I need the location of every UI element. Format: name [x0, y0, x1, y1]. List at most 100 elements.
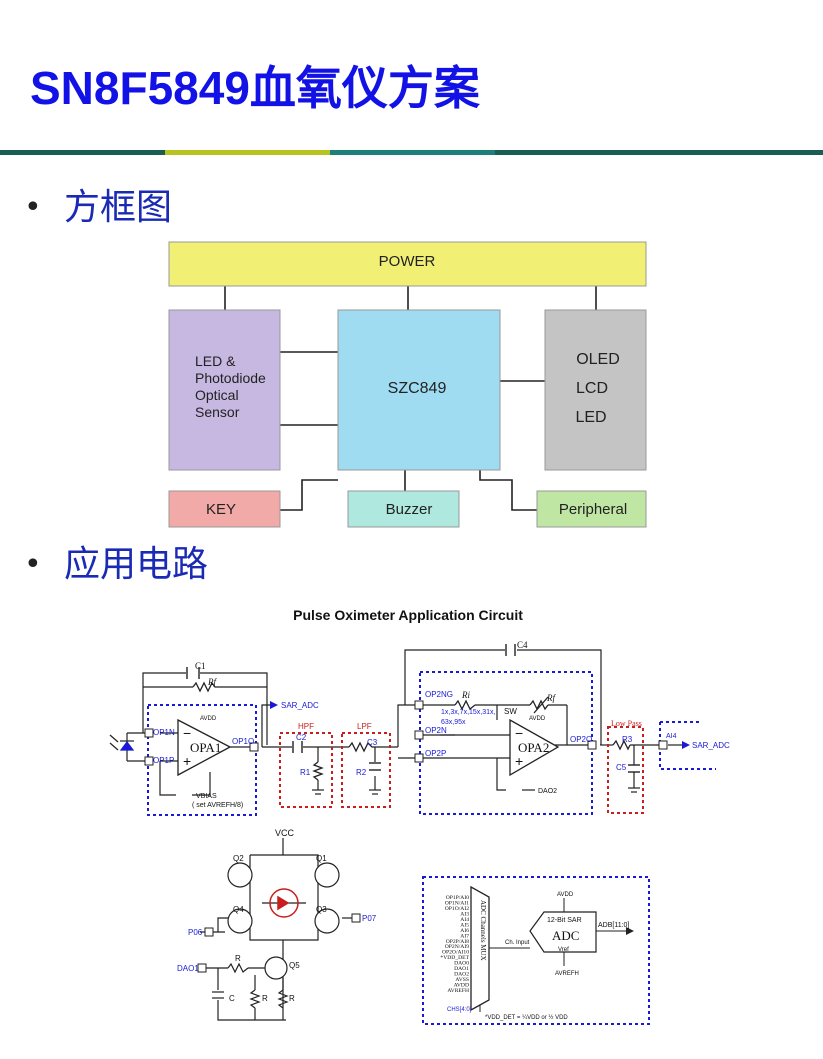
- mcu-block: [337, 309, 501, 471]
- label-set-avrefh: ( set AVREFH/8): [192, 802, 243, 809]
- label-c1: C1: [195, 661, 206, 671]
- opa2-plus: +: [515, 753, 523, 769]
- label-chs: CHS[4:0]: [447, 1007, 472, 1013]
- opa1-symbol: [177, 718, 232, 777]
- capacitor-symbols: [186, 644, 640, 773]
- label-r3: R3: [622, 735, 633, 744]
- buzzer-block: [347, 490, 460, 528]
- label-c5: C5: [616, 763, 627, 772]
- label-adc-avdd: AVDD: [557, 892, 574, 898]
- adc-input-label: AI6: [460, 928, 469, 934]
- display-label-line: LED: [575, 409, 606, 426]
- label-low-pass: Low Pass: [611, 719, 642, 728]
- label-op2o: OP2O: [570, 735, 592, 744]
- label-p06: P06: [188, 928, 203, 937]
- bullet-application-circuit: •应用电路: [24, 543, 208, 587]
- label-c2: C2: [296, 733, 307, 742]
- mcu-label: SZC849: [388, 380, 447, 397]
- label-op2ng: OP2NG: [425, 690, 453, 699]
- opa2-symbol: [509, 718, 560, 777]
- power-label: POWER: [379, 253, 436, 270]
- peripheral-label: Peripheral: [559, 501, 627, 518]
- ground-symbols: [312, 787, 640, 795]
- adc-input-label: OP2P/AI8: [446, 939, 470, 945]
- adc-input-label: *VDD_DET: [440, 955, 469, 961]
- label-vbias: VBIAS: [196, 793, 217, 800]
- key-block: [168, 490, 281, 528]
- label-op1o: OP1O: [232, 737, 254, 746]
- block-diagram: POWER LED & Photodiode Optical Sensor SZ…: [168, 241, 647, 528]
- adc-mux-label: ADC Channels MUX: [479, 900, 487, 961]
- label-avdd-1: AVDD: [200, 716, 217, 722]
- adc-input-label: OP1O/AI2: [445, 906, 469, 912]
- led-icon: [269, 888, 299, 918]
- adc-symbol: [529, 911, 597, 953]
- opa1-plus: +: [183, 753, 191, 769]
- power-block: [168, 241, 647, 287]
- label-r-base: R: [235, 954, 241, 963]
- adc-input-label: AVDD: [454, 983, 469, 989]
- label-c4: C4: [517, 640, 528, 650]
- label-opa1: OPA1: [190, 740, 221, 755]
- sensor-label-line: Sensor: [195, 404, 240, 420]
- label-rf2: Rf: [546, 693, 556, 703]
- label-c: C: [229, 994, 235, 1003]
- buzzer-label: Buzzer: [386, 501, 433, 518]
- key-label: KEY: [206, 501, 236, 518]
- bullet-dot: •: [24, 547, 42, 582]
- adc-mux-symbol: [470, 885, 490, 1012]
- label-ch-input: Ch. Input: [505, 940, 530, 946]
- label-lpf: LPF: [357, 722, 372, 731]
- adc-group: [422, 876, 650, 1025]
- label-r-b: R: [289, 994, 295, 1003]
- label-q1: Q1: [316, 854, 327, 863]
- sensor-label-line: Photodiode: [195, 370, 266, 386]
- driver-pin-markers: [197, 913, 361, 973]
- transistor-symbols: [227, 862, 340, 980]
- label-q3: Q3: [316, 905, 327, 914]
- sensor-label-line: LED &: [195, 353, 236, 369]
- pin-markers: [144, 700, 668, 766]
- label-r1: R1: [300, 768, 311, 777]
- adc-input-label: AVREFH: [447, 988, 469, 994]
- peripheral-block: [536, 490, 647, 528]
- adc-input-label: OP1N/AI1: [445, 900, 469, 906]
- label-r2: R2: [356, 768, 367, 777]
- filter-groups: [279, 726, 644, 814]
- label-adc-bits: 12-Bit SAR: [547, 917, 582, 924]
- bullet-block-diagram: • 方框图: [24, 186, 172, 230]
- label-op2p: OP2P: [425, 749, 446, 758]
- driver-resistors: [227, 962, 289, 1009]
- amplifier-wiring: [127, 649, 682, 796]
- label-dao1: DAO1: [177, 964, 199, 973]
- bullet-text: 方框图: [64, 187, 173, 228]
- label-hpf: HPF: [298, 722, 314, 731]
- label-avdd-2: AVDD: [529, 716, 546, 722]
- label-adc: ADC: [552, 928, 579, 943]
- label-p07: P07: [362, 914, 377, 923]
- slide-title: SN8F5849血氧仪方案: [30, 62, 480, 114]
- label-avrefh: AVREFH: [555, 971, 579, 977]
- label-vref: Vref: [558, 947, 569, 953]
- label-gain-2: 63x,95x: [441, 719, 466, 726]
- circuit-title: Pulse Oximeter Application Circuit: [293, 607, 523, 623]
- bullet-dot: •: [24, 190, 42, 225]
- adc-input-label: OP1P/AI0: [446, 895, 470, 901]
- adc-input-label: AVSS: [455, 977, 469, 983]
- display-label-line: OLED: [576, 351, 620, 368]
- label-gain-1: 1x,3x,7x,15x,31x,: [441, 709, 496, 716]
- driver-capacitor: [212, 991, 224, 999]
- resistor-symbols: [192, 681, 631, 781]
- label-sw: SW: [504, 707, 517, 716]
- label-op2n: OP2N: [425, 726, 447, 735]
- adc-input-label: AI5: [460, 922, 469, 928]
- adc-input-label: DAO0: [454, 961, 469, 967]
- adc-input-label: DAO2: [454, 972, 469, 978]
- display-label-line: LCD: [576, 380, 608, 397]
- label-op1n: OP1N: [153, 728, 175, 737]
- label-sar-adc-out: SAR_ADC: [692, 741, 730, 750]
- adc-input-label: AI3: [460, 911, 469, 917]
- label-r-a: R: [262, 994, 268, 1003]
- opa1-minus: −: [183, 725, 191, 741]
- label-ri: Ri: [461, 690, 470, 700]
